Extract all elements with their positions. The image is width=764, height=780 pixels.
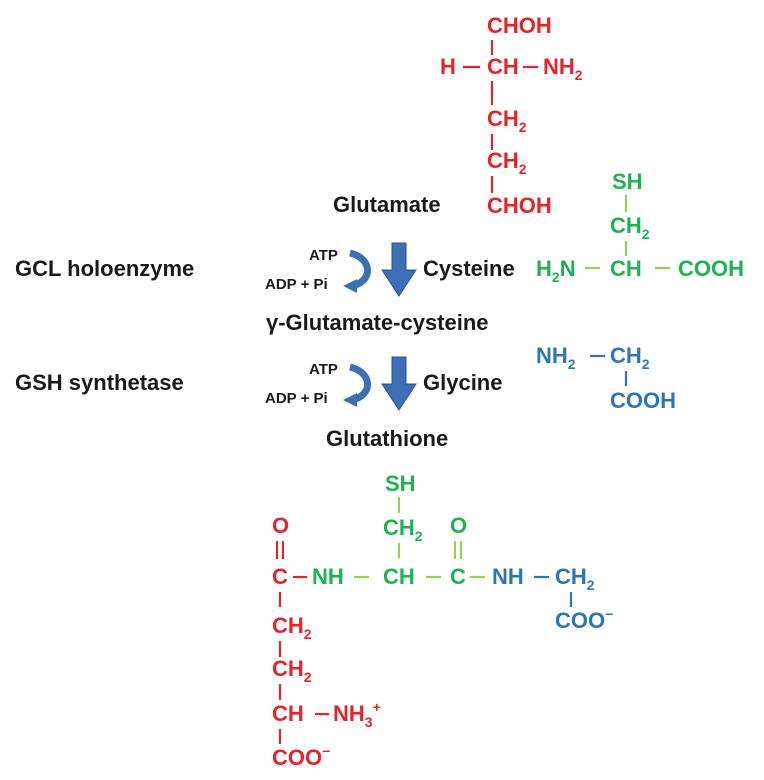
glutamate-ch2-b: CH2 (487, 148, 527, 177)
gsh-c-right: C (450, 564, 466, 589)
gsh-nh-right: NH (492, 564, 524, 589)
gsh-glu-coo: COO− (272, 743, 330, 770)
label-atp-1: ATP (309, 247, 338, 264)
gsh-o-left: O (272, 513, 289, 538)
gsh-sh: SH (385, 471, 416, 496)
label-gsh-synthetase: GSH synthetase (15, 370, 184, 395)
gsh-gly-coo: COO− (555, 606, 613, 633)
label-adp-pi-1: ADP + Pi (265, 276, 328, 293)
glycine-cooh: COOH (610, 388, 676, 413)
gsh-glu-ch2-a: CH2 (272, 613, 312, 642)
glutamate-h: H (440, 54, 456, 79)
label-adp-pi-2: ADP + Pi (265, 390, 328, 407)
gsh-glu-ch2-b: CH2 (272, 656, 312, 685)
gsh-cys-ch2: CH2 (383, 515, 423, 544)
glutamate-ch2-a: CH2 (487, 106, 527, 135)
cysteine-sh: SH (612, 169, 643, 194)
glutamate-top-choh: CHOH (487, 13, 552, 38)
label-atp-2: ATP (309, 361, 338, 378)
gsh-nh-left: NH (312, 564, 344, 589)
gsh-c-left: C (272, 564, 288, 589)
glutathione-structure: SH CH2 O O C NH CH C NH CH2 COO− CH2 CH2… (272, 471, 613, 770)
glutamate-bottom-choh: CHOH (487, 193, 552, 218)
cysteine-ch: CH (610, 256, 642, 281)
label-gcl-holoenzyme: GCL holoenzyme (15, 256, 194, 281)
cysteine-h2n: H2N (536, 256, 576, 285)
glutamate-ch: CH (487, 54, 519, 79)
down-arrow-icon (381, 242, 417, 297)
gsh-glu-nh3: NH3+ (333, 699, 381, 730)
label-glycine: Glycine (423, 370, 502, 395)
cysteine-ch2: CH2 (610, 213, 650, 242)
glycine-structure: NH2 CH2 COOH (536, 343, 676, 413)
glycine-ch2: CH2 (610, 343, 650, 372)
gsh-gly-ch2: CH2 (555, 564, 595, 593)
glycine-nh2: NH2 (536, 343, 576, 372)
curved-arrow-icon (343, 363, 371, 407)
label-gamma-glutamate-cysteine: γ-Glutamate-cysteine (266, 310, 489, 335)
gsh-glu-ch: CH (272, 701, 304, 726)
label-glutamate: Glutamate (333, 192, 441, 217)
glutamate-structure: CHOH H CH NH2 CH2 CH2 CHOH (440, 13, 583, 218)
curved-arrow-icon (343, 249, 371, 293)
gsh-o-right: O (450, 513, 467, 538)
down-arrow-icon (381, 356, 417, 411)
glutamate-nh2: NH2 (543, 54, 583, 83)
cysteine-structure: SH CH2 H2N CH COOH (536, 169, 744, 285)
label-glutathione: Glutathione (326, 426, 448, 451)
label-cysteine: Cysteine (423, 256, 515, 281)
cysteine-cooh: COOH (678, 256, 744, 281)
gsh-cys-ch: CH (383, 564, 415, 589)
